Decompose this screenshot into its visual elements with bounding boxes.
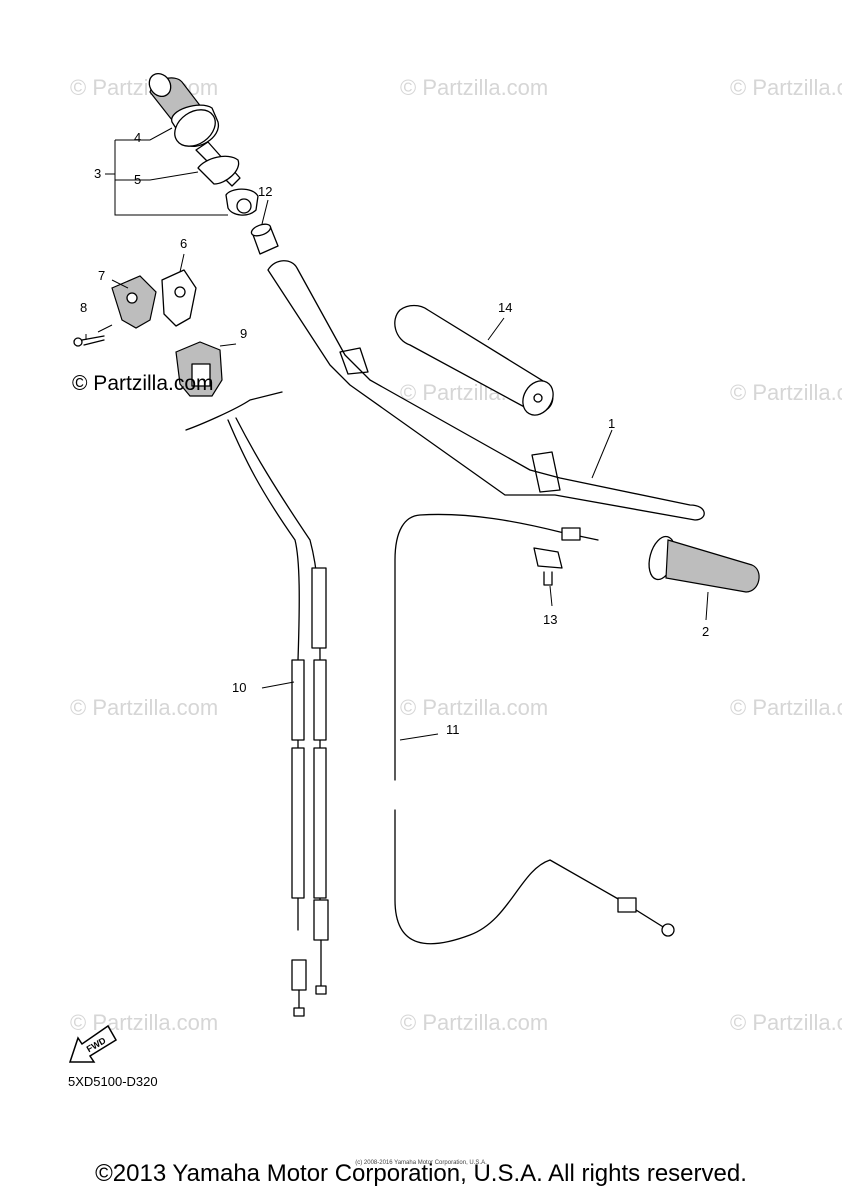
watermark: © Partzilla.com [70, 1010, 218, 1035]
callout-9: 9 [240, 326, 247, 341]
switch-housing[interactable] [111, 269, 197, 329]
watermark: © Partzilla.com [70, 695, 218, 720]
watermark: © Partzilla.com [730, 695, 842, 720]
callout-5: 5 [134, 172, 141, 187]
handlebar-pad-14[interactable] [394, 304, 559, 421]
inline-watermark: © Partzilla.com [72, 372, 214, 395]
callout-3: 3 [94, 166, 101, 181]
watermark: © Partzilla.com [400, 1010, 548, 1035]
collar-12[interactable] [250, 222, 279, 255]
watermarks: © Partzilla.com © Partzilla.com © Partzi… [70, 75, 842, 1035]
screw-8[interactable] [73, 335, 105, 347]
watermark: © Partzilla.com [400, 695, 548, 720]
watermark: © Partzilla.com [730, 75, 842, 100]
clutch-cable-11[interactable] [394, 513, 675, 945]
housing-9[interactable] [175, 341, 223, 397]
callout-11: 11 [446, 722, 460, 737]
watermark: © Partzilla.com [730, 380, 842, 405]
callout-7: 7 [98, 268, 105, 283]
callout-2: 2 [702, 624, 709, 639]
adjuster-13[interactable] [533, 547, 563, 586]
throttle-grip-assembly[interactable] [145, 69, 259, 216]
callout-1: 1 [608, 416, 615, 431]
tiny-notice: (c) 2008-2016 Yamaha Motor Corporation, … [355, 1160, 487, 1166]
leader-lines [85, 127, 709, 741]
throttle-cables-10[interactable] [185, 391, 329, 1017]
grip-2[interactable] [645, 534, 760, 593]
callout-10: 10 [232, 680, 246, 695]
callouts: 1 2 3 4 5 6 7 8 9 10 11 12 13 14 [80, 130, 709, 737]
handlebar-1[interactable] [267, 260, 705, 521]
callout-8: 8 [80, 300, 87, 315]
callout-4: 4 [134, 130, 141, 145]
callout-6: 6 [180, 236, 187, 251]
watermark: © Partzilla.com [400, 75, 548, 100]
diagram-code: 5XD5100-D320 [68, 1074, 158, 1089]
watermark: © Partzilla.com [70, 75, 218, 100]
callout-12: 12 [258, 184, 272, 199]
copyright-footer: ©2013 Yamaha Motor Corporation, U.S.A. A… [95, 1160, 747, 1187]
callout-14: 14 [498, 300, 512, 315]
watermark: © Partzilla.com [730, 1010, 842, 1035]
callout-13: 13 [543, 612, 557, 627]
